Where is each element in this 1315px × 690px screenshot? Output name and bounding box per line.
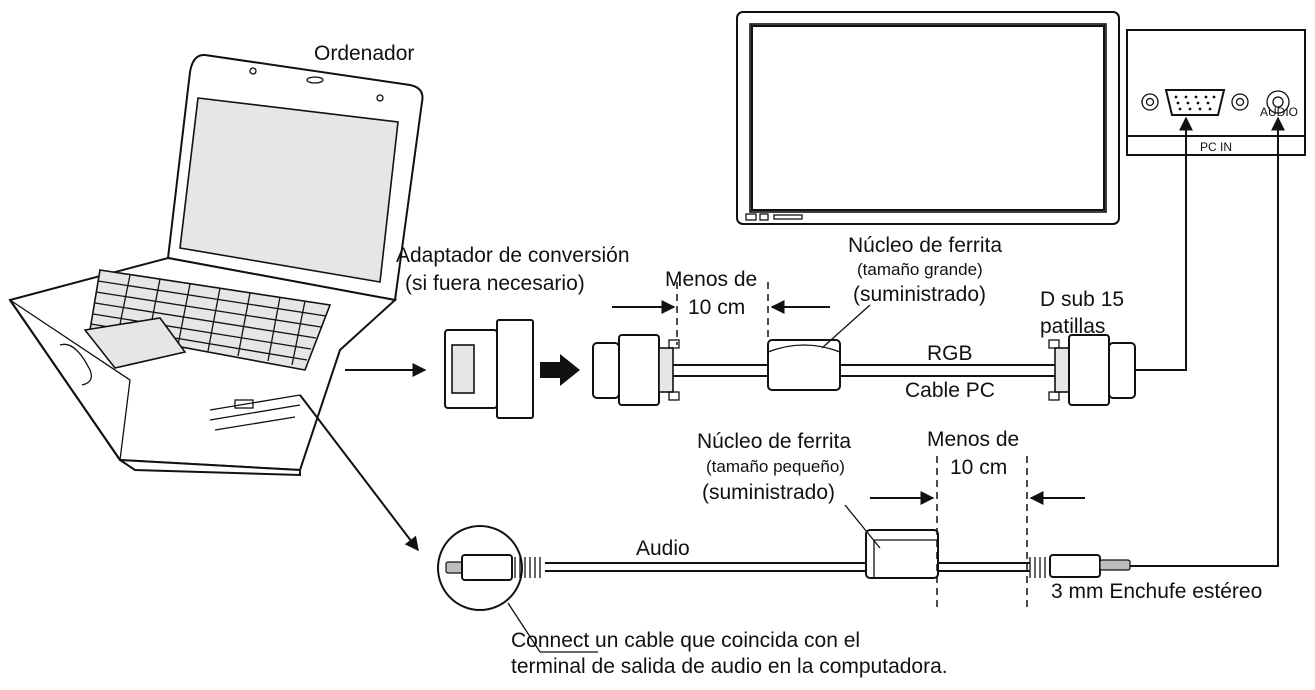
label-dsub-2: patillas [1040,315,1105,338]
audio-cable [437,525,1131,611]
vga-port-icon [1164,89,1226,116]
label-computer: Ordenador [314,42,414,65]
audio-to-pcin-line [1130,116,1285,567]
label-10cm-1: 10 cm [688,296,745,319]
label-rgb: RGB [927,342,973,365]
label-ferrite-small-1: Núcleo de ferrita [697,430,851,453]
vga-pins [1174,95,1216,111]
label-adapter-2: (si fuera necesario) [405,272,585,295]
laptop-computer [8,53,424,477]
label-ferrite-large-1: Núcleo de ferrita [848,234,1002,257]
arrow-to-audio-icon [299,394,419,552]
leader-ferrite-small [844,504,881,549]
bold-arrow-icon [540,354,580,386]
leader-ferrite-large [821,304,871,349]
label-audio: Audio [636,537,690,560]
label-ferrite-small-2: (tamaño pequeño) [706,457,845,476]
keyboard-keys [90,274,327,366]
label-menos-de-1: Menos de [665,268,757,291]
audio-plug-magnifier [437,525,523,611]
label-10cm-2: 10 cm [950,456,1007,479]
ferrite-core-large [767,339,841,391]
ferrite-core-small [865,529,939,579]
label-stereo-plug: 3 mm Enchufe estéreo [1051,580,1262,603]
leader-note-1 [507,602,541,653]
label-ferrite-small-3: (suministrado) [702,481,835,504]
rgb-cable [592,334,1136,406]
label-ferrite-large-2: (tamaño grande) [857,260,983,279]
label-note-2: terminal de salida de audio en la comput… [511,655,948,678]
pc-in-label: PC IN [1200,140,1232,154]
label-pc-cable: Cable PC [905,379,995,402]
audio-port-label: AUDIO [1260,105,1298,119]
label-note-1: Connect un cable que coincida con el [511,629,860,652]
pc-in-panel: PC IN AUDIO [1126,29,1306,156]
label-dsub-1: D sub 15 [1040,288,1124,311]
label-adapter-1: Adaptador de conversión [396,244,630,267]
label-ferrite-large-3: (suministrado) [853,283,986,306]
display-monitor [736,11,1120,225]
rgb-to-pcin-line [1135,116,1193,371]
conversion-adapter [444,319,534,419]
label-menos-de-2: Menos de [927,428,1019,451]
